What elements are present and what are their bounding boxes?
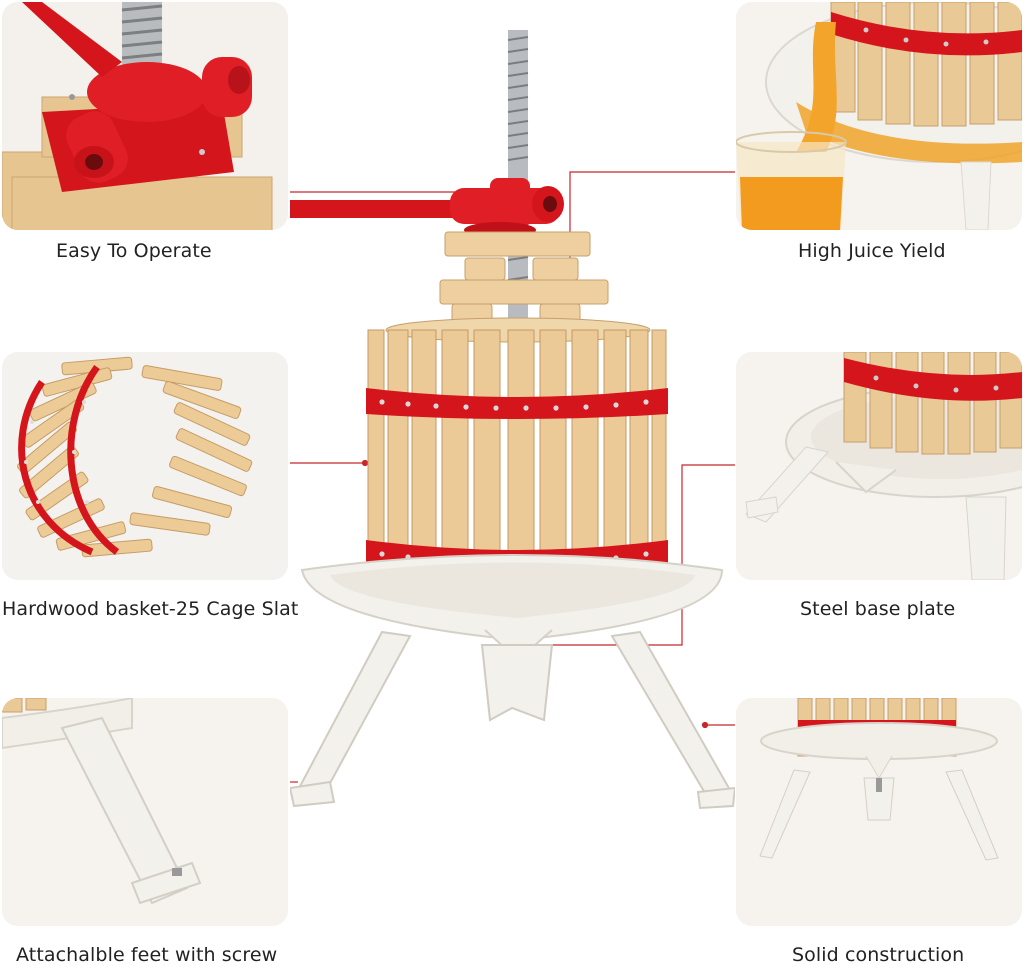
slat-basket-image	[2, 352, 288, 580]
panel-attachable-feet	[2, 698, 288, 926]
panel-steel-base	[736, 352, 1022, 580]
full-press-small-image	[736, 698, 1022, 926]
caption-attachable-feet: Attachalble feet with screw	[16, 944, 278, 966]
caption-steel-base: Steel base plate	[800, 598, 956, 620]
steel-base-image	[736, 352, 1022, 580]
caption-hardwood-basket: Hardwood basket-25 Cage Slat	[2, 598, 299, 620]
fruit-press-hero-image	[290, 30, 735, 810]
wood-blocks	[439, 231, 609, 329]
press-handle	[450, 178, 564, 238]
caption-solid-construction: Solid construction	[792, 944, 965, 966]
panel-high-yield	[736, 2, 1022, 230]
panel-solid-construction	[736, 698, 1022, 926]
legs	[290, 630, 735, 810]
juice-pour-image	[736, 2, 1022, 230]
caption-easy-operate: Easy To Operate	[56, 240, 212, 262]
panel-easy-operate	[2, 2, 288, 230]
panel-hardwood-basket	[2, 352, 288, 580]
caption-high-yield: High Juice Yield	[798, 240, 946, 262]
handle-closeup-image	[2, 2, 288, 230]
feet-closeup-image	[2, 698, 288, 926]
